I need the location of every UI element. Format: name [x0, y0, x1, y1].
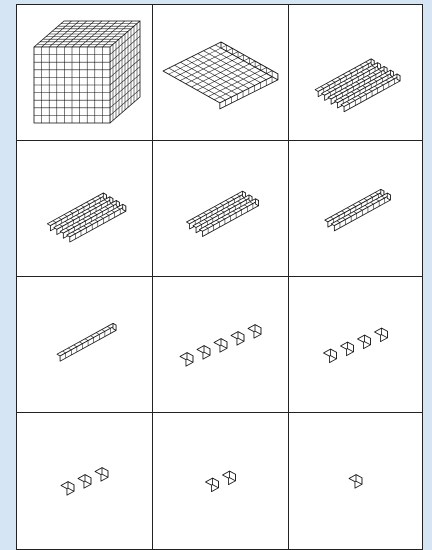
unit-cube [357, 335, 370, 349]
cell-one-rod [17, 277, 153, 413]
units-group-1 [301, 441, 411, 521]
base-ten-blocks-card [16, 4, 423, 550]
rods-group-5 [296, 28, 416, 118]
cell-two-rods [289, 141, 422, 277]
unit-cube [214, 338, 227, 352]
cell-four-units [289, 277, 422, 413]
unit-cube [374, 328, 387, 342]
cell-three-units [17, 413, 153, 549]
units-group-3 [30, 441, 140, 521]
rods-group-3 [161, 164, 281, 254]
units-group-5 [166, 305, 276, 385]
unit-cube [231, 331, 244, 345]
rod-block [57, 323, 116, 361]
unit-cube [349, 475, 362, 489]
cell-one-unit [289, 413, 422, 549]
unit-cube [205, 478, 218, 492]
rods-group-4 [25, 164, 145, 254]
thousand-cube-block [30, 17, 140, 129]
hundred-flat-block [159, 37, 283, 109]
unit-cube [61, 482, 74, 496]
unit-cube [323, 349, 336, 363]
unit-cube [95, 468, 108, 482]
cell-two-units [153, 413, 289, 549]
unit-cube [222, 471, 235, 485]
unit-cube [248, 324, 261, 338]
cell-four-rods [17, 141, 153, 277]
unit-cube [197, 345, 210, 359]
cell-five-rods [289, 5, 422, 141]
unit-cube [78, 475, 91, 489]
unit-cube [180, 352, 193, 366]
cell-thousand-cube [17, 5, 153, 141]
units-group-2 [166, 441, 276, 521]
cell-three-rods [153, 141, 289, 277]
blocks-grid [17, 5, 422, 549]
units-group-4 [301, 305, 411, 385]
cell-hundred-flat [153, 5, 289, 141]
thousand-cube [34, 21, 140, 123]
rods-group-2 [296, 164, 416, 254]
rods-group-1 [25, 300, 145, 390]
unit-cube [340, 342, 353, 356]
cell-five-units [153, 277, 289, 413]
hundred-flat [163, 42, 278, 109]
